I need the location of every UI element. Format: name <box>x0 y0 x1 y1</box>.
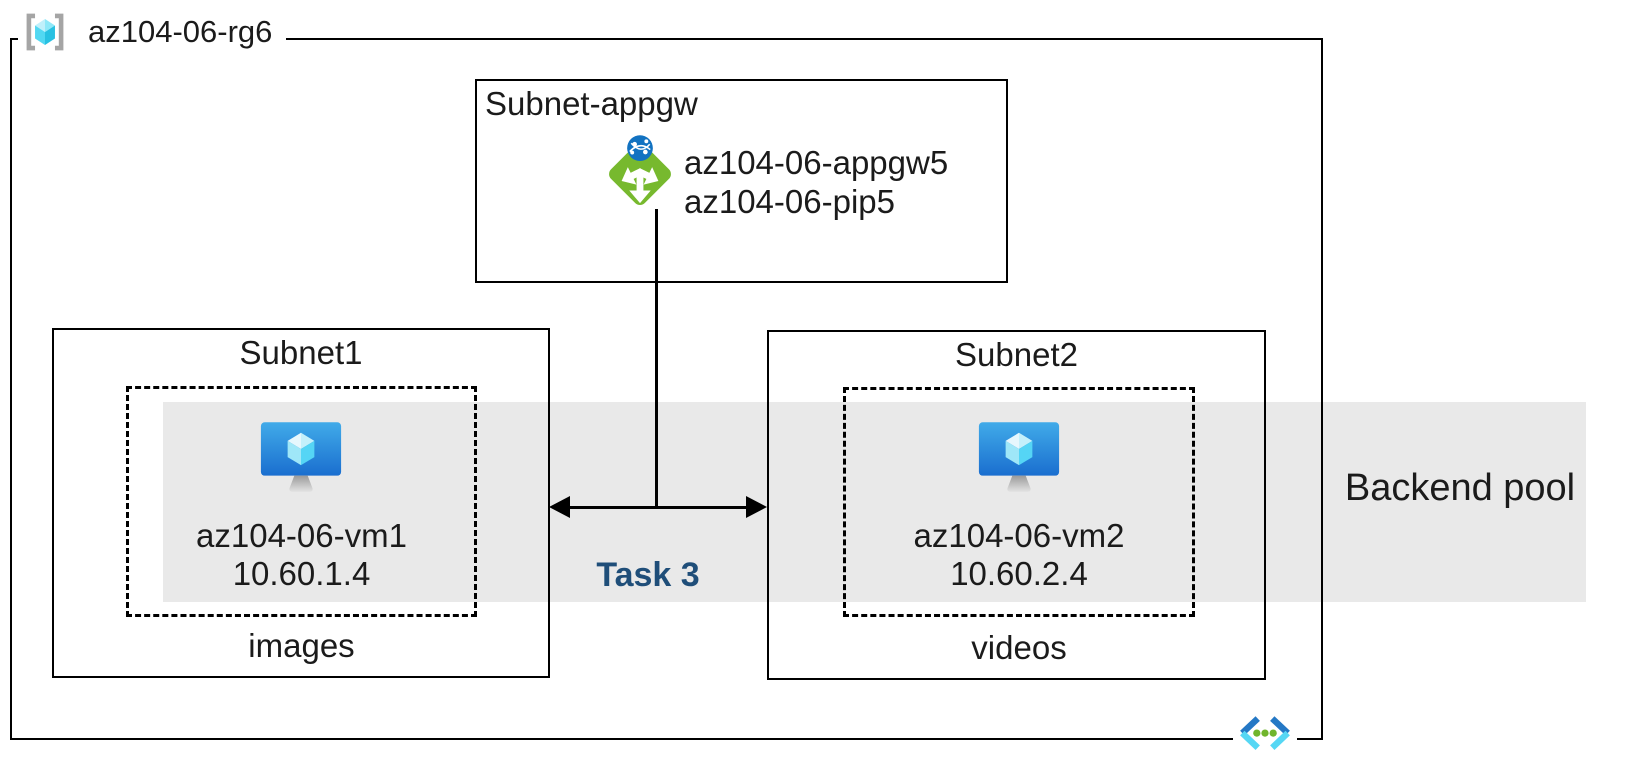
virtual-network-icon <box>1233 712 1297 756</box>
vm2-labels: az104-06-vm2 10.60.2.4 <box>843 517 1195 593</box>
resource-group-title: az104-06-rg6 <box>88 14 273 49</box>
vm2-name: az104-06-vm2 <box>913 517 1125 554</box>
appgw-name: az104-06-appgw5 <box>684 144 949 181</box>
resource-group-header: az104-06-rg6 <box>18 8 287 56</box>
subnet-link-arrow-line <box>567 506 750 509</box>
vm1-labels: az104-06-vm1 10.60.1.4 <box>126 517 477 593</box>
arrow-head-right-icon <box>746 496 767 518</box>
virtual-machine-icon <box>259 420 343 497</box>
application-gateway-icon <box>602 131 678 213</box>
vm2-ip: 10.60.2.4 <box>950 555 1088 592</box>
subnet1-backend-dashed-box <box>126 386 477 617</box>
resource-group-icon <box>22 13 68 51</box>
subnet2-box <box>767 330 1266 680</box>
vm1-ip: 10.60.1.4 <box>232 555 371 592</box>
subnet2-backend-dashed-box <box>843 387 1195 617</box>
vm1-name: az104-06-vm1 <box>196 517 407 554</box>
appgw-to-subnets-connector-line <box>655 209 658 508</box>
appgw-labels: az104-06-appgw5 az104-06-pip5 <box>684 143 948 221</box>
virtual-machine-icon <box>977 420 1061 497</box>
resource-group-box <box>10 38 1323 740</box>
appgw-subnet-title: Subnet-appgw <box>485 85 698 122</box>
backend-pool-band <box>163 402 1586 602</box>
appgw-public-ip-name: az104-06-pip5 <box>684 183 895 220</box>
subnet2-title: Subnet2 <box>955 336 1078 373</box>
subnet2-storage-label: videos <box>971 629 1067 666</box>
backend-pool-label: Backend pool <box>1344 467 1576 509</box>
subnet1-storage-label: images <box>248 627 355 664</box>
appgw-subnet-box <box>475 79 1008 283</box>
subnet1-title: Subnet1 <box>239 334 363 371</box>
task-label: Task 3 <box>596 556 700 594</box>
arrow-head-left-icon <box>549 496 570 518</box>
